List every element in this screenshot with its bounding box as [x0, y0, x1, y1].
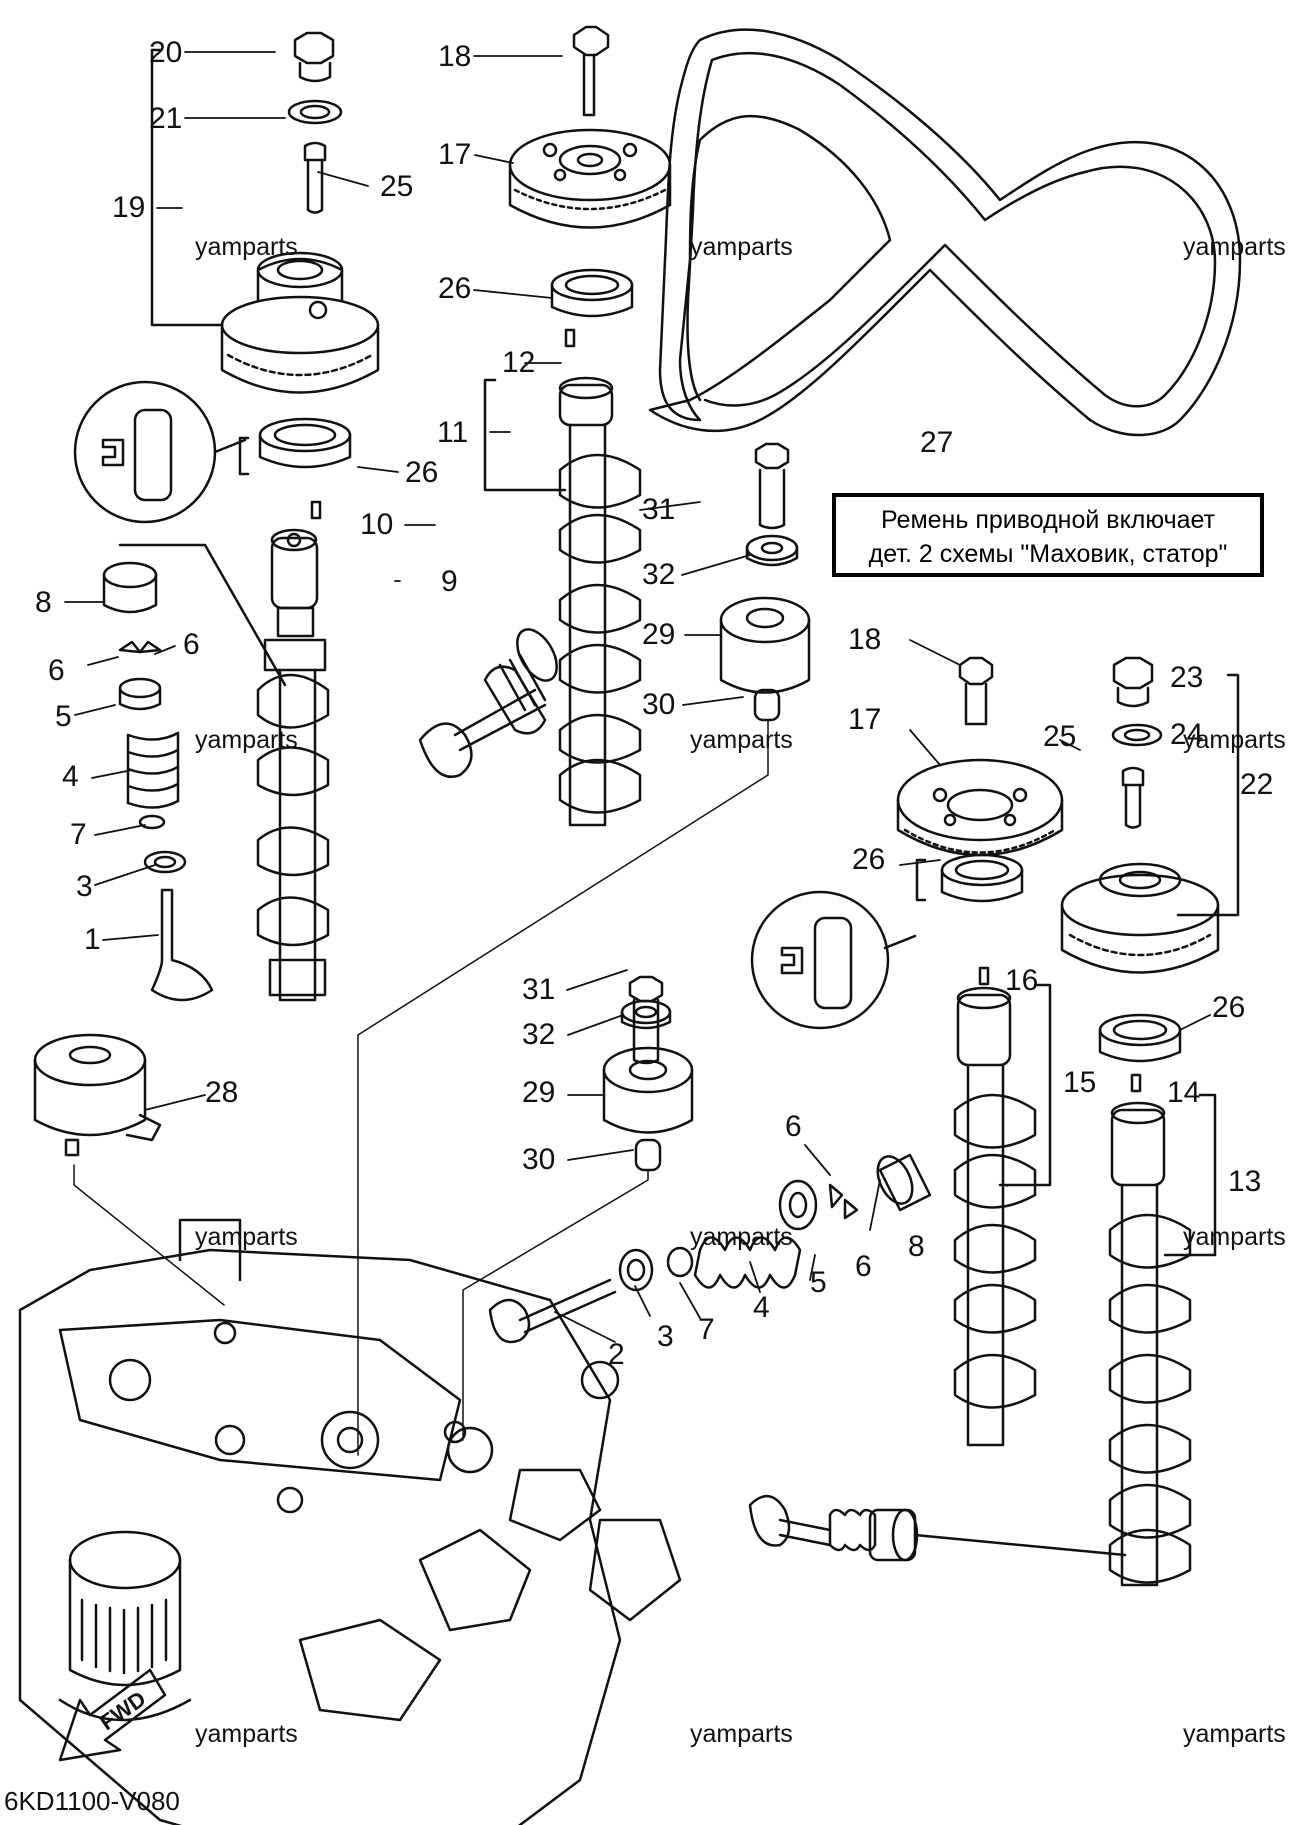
callout-18: 18 [438, 40, 472, 73]
callout-11: 11 [437, 416, 469, 449]
callout-8: 8 [35, 586, 52, 619]
callout-6: 6 [855, 1250, 872, 1283]
oil-seal-left [238, 417, 352, 476]
callout-12: 12 [502, 346, 536, 379]
valve-train-right [488, 1153, 932, 1344]
callout-24: 24 [1170, 718, 1204, 751]
cam-sprocket-right [896, 656, 1064, 857]
callout-13: 13 [1228, 1165, 1262, 1198]
camshaft-center [483, 328, 642, 827]
callout-31: 31 [522, 973, 556, 1006]
oil-seal-right-lower [1098, 1013, 1182, 1063]
callout-6: 6 [785, 1110, 802, 1143]
callout-30: 30 [642, 688, 676, 721]
callout-31: 31 [642, 493, 676, 526]
seal-direction-inset-left [73, 380, 247, 524]
callout-3: 3 [76, 870, 93, 903]
belt-note-box: Ремень приводной включает дет. 2 схемы "… [832, 493, 1264, 577]
belt-note-line-1: Ремень приводной включает [880, 506, 1216, 534]
callout-21: 21 [149, 102, 183, 135]
callout-10: 10 [360, 508, 394, 541]
idler-pulley-lower [602, 975, 694, 1172]
callout-26: 26 [405, 456, 439, 489]
callout-32: 32 [642, 558, 676, 591]
cam-sprocket-top [508, 25, 672, 229]
callout-26: 26 [852, 843, 886, 876]
camshaft-right-center [953, 966, 1052, 1447]
callout-25: 25 [380, 170, 414, 203]
watermark: yamparts [690, 1720, 793, 1748]
callout-18: 18 [848, 623, 882, 656]
callout-4: 4 [753, 1291, 770, 1324]
callout-22: 22 [1240, 768, 1274, 801]
valve-assembly-lower-right [748, 1495, 1127, 1562]
callout-14: 14 [1167, 1076, 1201, 1109]
vct-gear-left [150, 31, 380, 394]
belt-tensioner [33, 1033, 162, 1157]
watermark: yamparts [1183, 233, 1286, 261]
callout-6: 6 [48, 654, 65, 687]
callout-4: 4 [62, 760, 79, 793]
callout-6: 6 [183, 628, 200, 661]
callout-15: 15 [1063, 1066, 1097, 1099]
callout-7: 7 [70, 818, 87, 851]
callout-9: 9 [441, 565, 458, 598]
callout-20: 20 [149, 36, 183, 69]
diagram-code: 6KD1100-V080 [4, 1786, 180, 1816]
fwd-arrow [58, 1668, 167, 1762]
watermark: yamparts [195, 1720, 298, 1748]
callout-2: 2 [608, 1338, 625, 1371]
watermark: yamparts [195, 1223, 298, 1251]
watermark: yamparts [195, 726, 298, 754]
callout-28: 28 [205, 1076, 239, 1109]
callout-5: 5 [810, 1266, 827, 1299]
camshaft-right [1108, 1073, 1217, 1587]
callout-leaders [64, 51, 1211, 1343]
camshaft-left [118, 500, 330, 1002]
valve-train-left [102, 561, 214, 1002]
callout-1: 1 [84, 923, 101, 956]
callout-26: 26 [1212, 991, 1246, 1024]
callout-27: 27 [920, 426, 954, 459]
idler-pulley-upper [719, 442, 811, 722]
callout-23: 23 [1170, 661, 1204, 694]
callout-8: 8 [908, 1230, 925, 1263]
timing-belt [648, 28, 1242, 437]
callout-29: 29 [642, 618, 676, 651]
watermark: yamparts [1183, 1223, 1286, 1251]
callout-26: 26 [438, 272, 472, 305]
oil-seal-right [915, 853, 1024, 903]
vct-gear-right [1060, 656, 1240, 974]
assembly-leader-lines [73, 719, 769, 1456]
engine-block [18, 1218, 682, 1825]
watermark: yamparts [690, 233, 793, 261]
oil-seal-top [550, 268, 634, 318]
callout-32: 32 [522, 1018, 556, 1051]
watermark: yamparts [690, 726, 793, 754]
callout-3: 3 [657, 1320, 674, 1353]
watermark: yamparts [690, 1223, 793, 1251]
callout-7: 7 [698, 1313, 715, 1346]
callout-29: 29 [522, 1076, 556, 1109]
watermark: yamparts [1183, 1720, 1286, 1748]
belt-note-line-2: дет. 2 схемы "Маховик, статор" [868, 540, 1228, 568]
callout-19: 19 [112, 191, 146, 224]
callout-16: 16 [1005, 964, 1039, 997]
callout-30: 30 [522, 1143, 556, 1176]
callout-17: 17 [848, 703, 882, 736]
callout-5: 5 [55, 700, 72, 733]
watermark: yamparts [195, 233, 298, 261]
callout-17: 17 [438, 138, 472, 171]
callout-25: 25 [1043, 720, 1077, 753]
watermark: yamparts [1183, 726, 1286, 754]
valve-assembly-center [418, 628, 558, 778]
seal-direction-inset-right [750, 890, 917, 1030]
